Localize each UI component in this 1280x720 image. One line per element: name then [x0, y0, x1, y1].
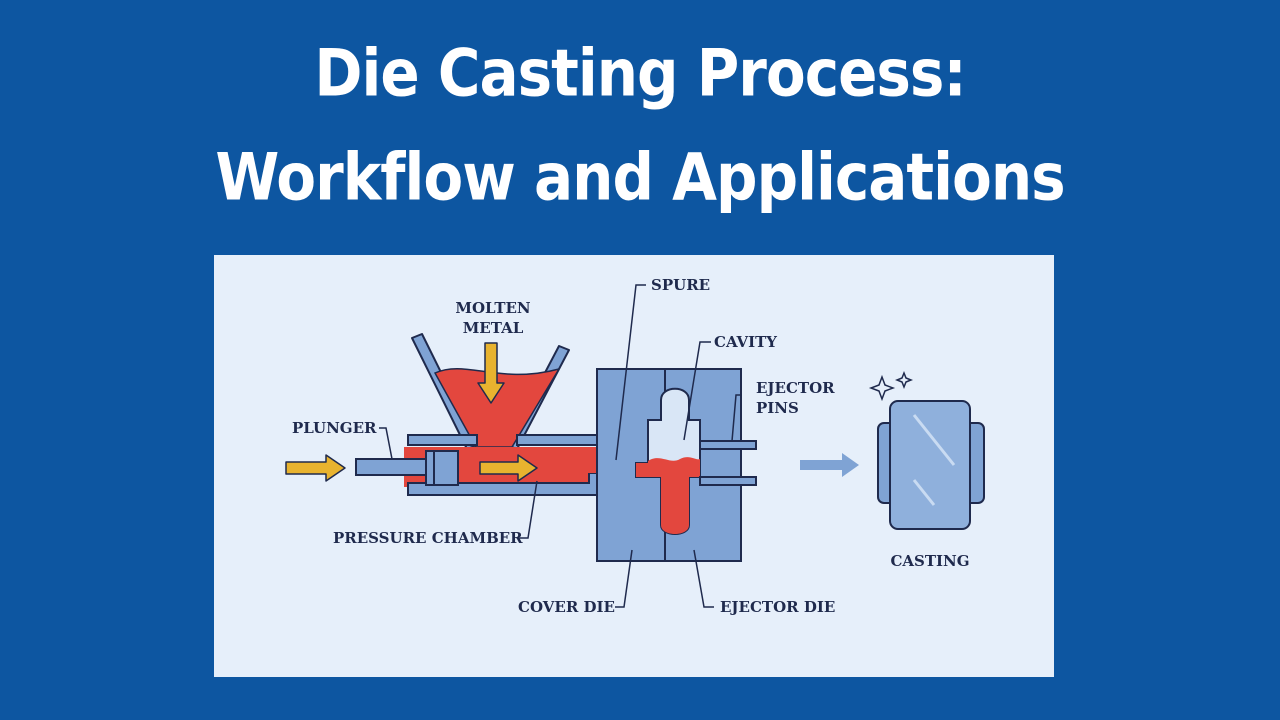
- hopper: [411, 333, 570, 450]
- pressure-chamber-label: PRESSURE CHAMBER: [333, 529, 523, 547]
- leader-lines: [379, 284, 742, 608]
- molten-metal-label-1: MOLTEN: [455, 299, 531, 317]
- molten-metal-in-hopper: [433, 367, 561, 448]
- sparkle-icon: [868, 374, 896, 402]
- output-arrow-icon: [800, 453, 859, 477]
- sparkle-small-icon: [894, 370, 914, 390]
- molten-in-cavity: [636, 457, 700, 534]
- cavity-label: CAVITY: [714, 333, 777, 351]
- die: [596, 368, 757, 562]
- cover-die-label: COVER DIE: [518, 598, 615, 616]
- molten-metal-arrow-icon: [477, 342, 505, 404]
- ejector-die-label: EJECTOR DIE: [720, 598, 835, 616]
- ejector-pins-label-2: PINS: [756, 399, 799, 417]
- title-line-1: Die Casting Process:: [314, 34, 966, 112]
- ejector-pin-bottom: [699, 476, 757, 486]
- diagram-panel: MOLTEN METAL PLUNGER PRESSURE CHAMBER SP…: [214, 255, 1054, 677]
- spure-label: SPURE: [651, 276, 710, 294]
- title-line-2: Workflow and Applications: [215, 138, 1065, 216]
- ejector-pin-top: [699, 440, 757, 450]
- molten-metal-label-2: METAL: [463, 319, 524, 337]
- die-casting-diagram: MOLTEN METAL PLUNGER PRESSURE CHAMBER SP…: [285, 276, 985, 616]
- casting-label: CASTING: [890, 552, 969, 570]
- arrows: [285, 342, 859, 482]
- casting-part: [868, 370, 985, 530]
- plunger: [355, 450, 459, 486]
- chamber-arrow-icon: [479, 454, 538, 482]
- plunger-label: PLUNGER: [292, 419, 377, 437]
- ejector-pins-label-1: EJECTOR: [756, 379, 835, 397]
- plunger-arrow-icon: [285, 454, 346, 482]
